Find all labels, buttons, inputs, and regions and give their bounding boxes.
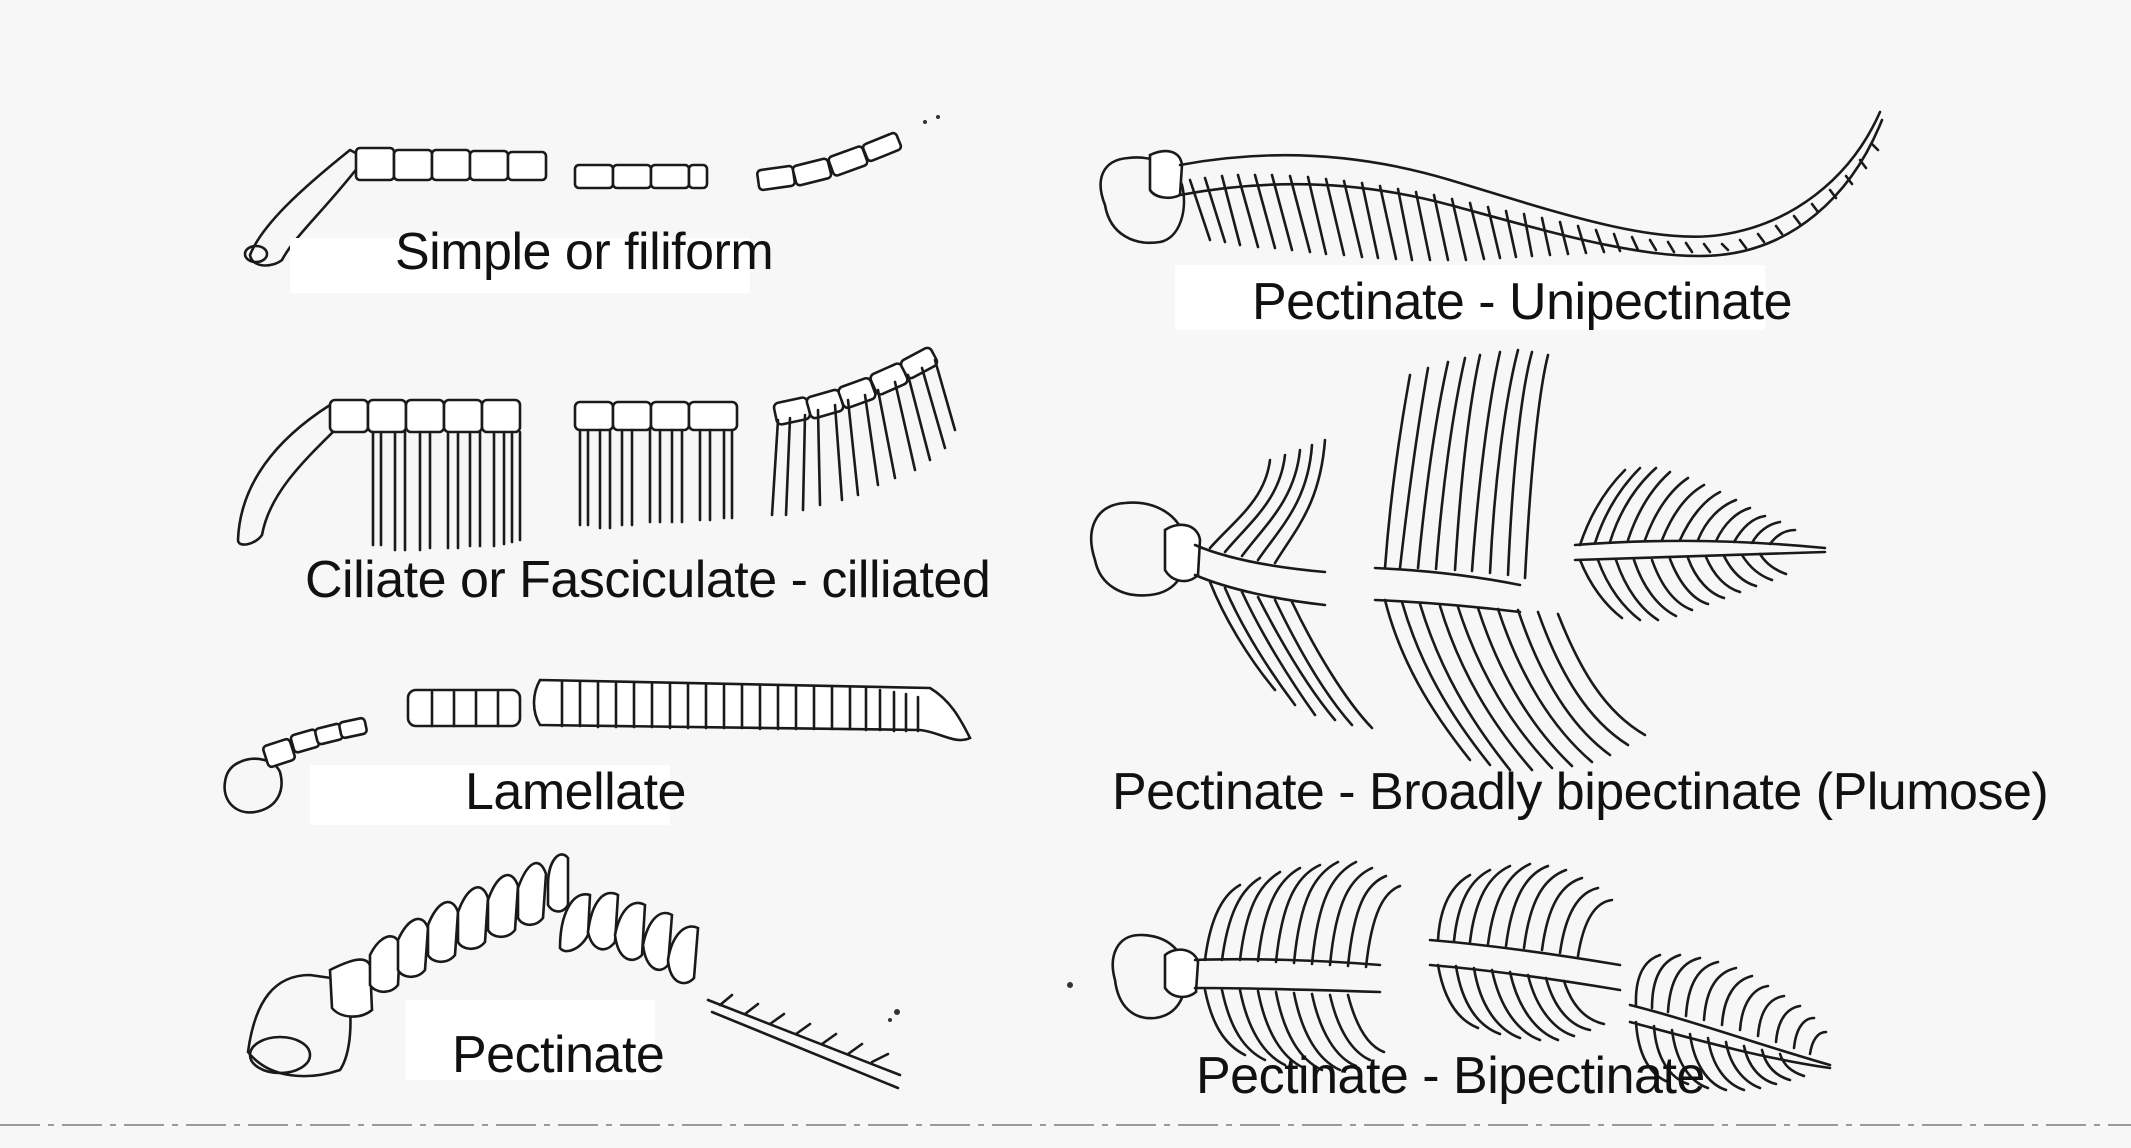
lamellate-antenna-drawing <box>223 678 972 814</box>
label-simple-filiform: Simple or filiform <box>395 223 774 281</box>
label-unipectinate: Pectinate - Unipectinate <box>1252 273 1793 331</box>
label-lamellate: Lamellate <box>465 763 686 821</box>
label-ciliate: Ciliate or Fasciculate - cilliated <box>305 551 991 609</box>
plumose-antenna-drawing <box>1090 348 1827 772</box>
bipectinate-antenna-drawing <box>1067 860 1832 1092</box>
pectinate-antenna-drawing <box>246 853 902 1090</box>
ciliate-antenna-drawing <box>236 346 957 552</box>
label-pectinate: Pectinate <box>452 1026 665 1084</box>
label-plumose: Pectinate - Broadly bipectinate (Plumose… <box>1112 763 2049 821</box>
filiform-antenna-drawing <box>243 115 940 267</box>
label-bipectinate: Pectinate - Bipectinate <box>1196 1047 1705 1105</box>
unipectinate-antenna-drawing <box>1099 110 1884 262</box>
